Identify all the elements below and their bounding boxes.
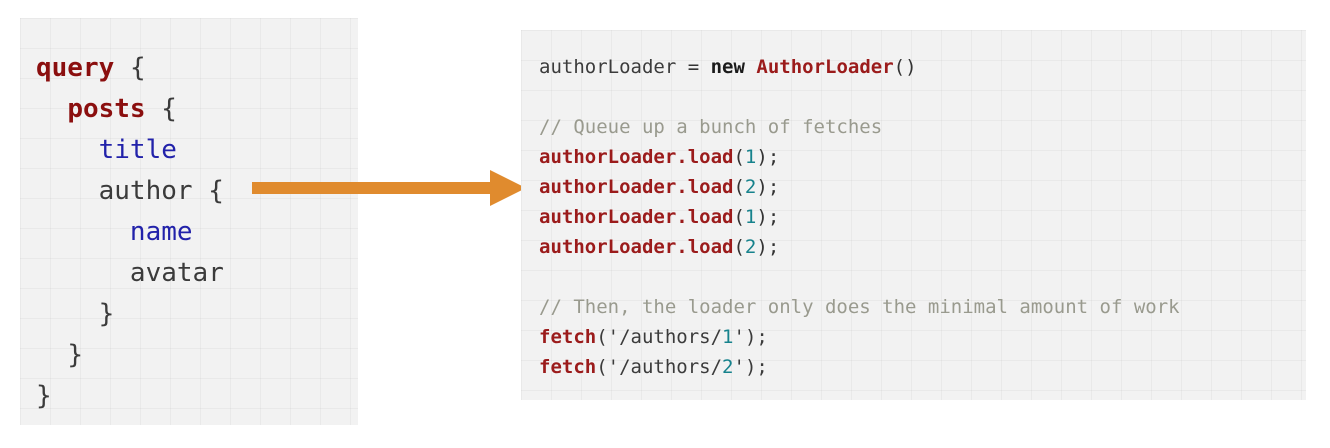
code-token-func: fetch xyxy=(539,326,597,348)
code-token-plain xyxy=(114,53,130,83)
code-token-func: fetch xyxy=(539,356,597,378)
flow-arrow xyxy=(252,165,526,213)
code-token-builtin: new xyxy=(710,56,757,78)
code-token-comment: // Then, the loader only does the minima… xyxy=(539,296,1180,318)
code-token-plain: author xyxy=(98,176,193,206)
code-token-keyword: query xyxy=(36,53,115,83)
code-token-brace: } xyxy=(36,381,52,411)
code-token-punct: ); xyxy=(756,146,780,168)
code-token-punct: ( xyxy=(733,236,745,258)
code-token-string: ('/authors/ xyxy=(596,326,723,348)
code-token-comment: // Queue up a bunch of fetches xyxy=(539,116,883,138)
code-token-punct: ( xyxy=(733,176,745,198)
code-token-number: 1 xyxy=(722,326,734,348)
code-token-brace: } xyxy=(67,340,83,370)
code-token-field: name xyxy=(129,217,193,247)
code-token-plain xyxy=(146,94,162,124)
code-token-class: AuthorLoader xyxy=(756,56,894,78)
code-token-string: '); xyxy=(733,356,768,378)
code-token-func: authorLoader.load xyxy=(539,176,734,198)
code-token-punct: ); xyxy=(756,236,780,258)
code-token-string: '); xyxy=(733,326,768,348)
code-token-brace: { xyxy=(208,176,224,206)
code-token-func: authorLoader.load xyxy=(539,236,734,258)
code-token-ident: authorLoader xyxy=(539,56,688,78)
code-token-number: 2 xyxy=(744,176,757,198)
arrow-right-icon xyxy=(252,170,526,206)
graphql-query-panel: query { posts { title author { name avat… xyxy=(20,18,358,425)
code-token-brace: } xyxy=(98,299,115,329)
javascript-code-panel: authorLoader = new AuthorLoader() // Que… xyxy=(521,30,1306,400)
code-token-punct: () xyxy=(893,56,917,78)
code-token-string: ('/authors/ xyxy=(596,356,723,378)
code-token-punct: ); xyxy=(756,206,780,228)
code-token-plain xyxy=(193,176,209,206)
code-token-number: 2 xyxy=(722,356,734,378)
code-token-brace: { xyxy=(129,53,146,83)
code-token-field: title xyxy=(98,135,177,165)
graphql-code-block: query { posts { title author { name avat… xyxy=(36,48,224,417)
code-token-number: 1 xyxy=(744,146,757,168)
code-token-punct: ); xyxy=(756,176,780,198)
code-token-number: 1 xyxy=(744,206,757,228)
code-token-keyword: posts xyxy=(67,94,146,124)
code-token-plain: avatar xyxy=(129,258,224,288)
code-token-func: authorLoader.load xyxy=(539,146,734,168)
code-token-punct: ( xyxy=(733,146,745,168)
code-token-func: authorLoader.load xyxy=(539,206,734,228)
code-token-punct: ( xyxy=(733,206,745,228)
code-token-number: 2 xyxy=(744,236,757,258)
javascript-code-block: authorLoader = new AuthorLoader() // Que… xyxy=(539,52,1180,382)
code-token-brace: { xyxy=(161,94,177,124)
code-token-punct: = xyxy=(687,56,711,78)
